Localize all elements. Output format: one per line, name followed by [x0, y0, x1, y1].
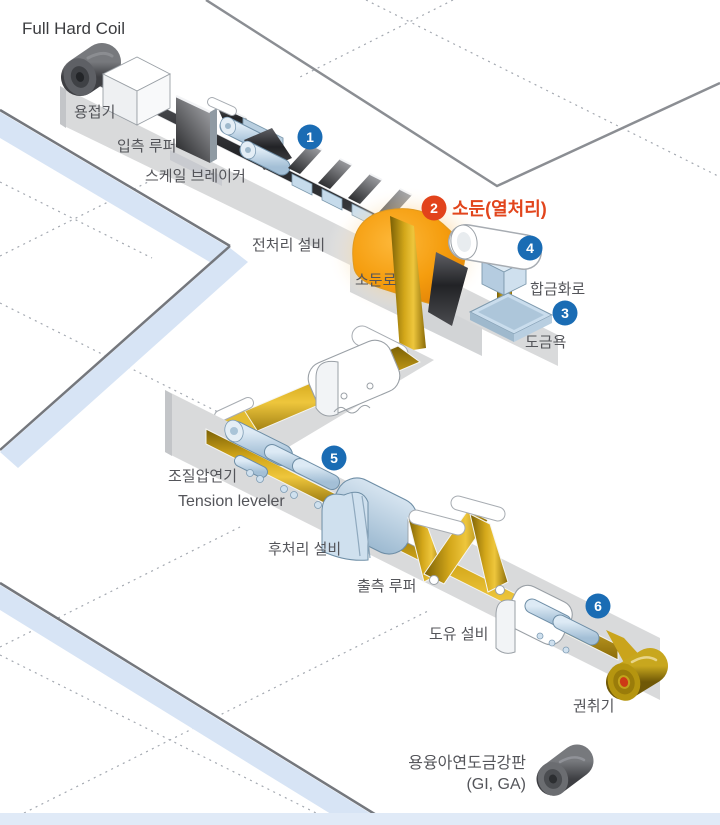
step-badge-6: 6 [585, 593, 611, 619]
label-product-grades: (GI, GA) [466, 776, 526, 793]
furnace-top-roll [448, 224, 542, 270]
exit-roller-unit [524, 598, 600, 654]
label-product-name: 용융아연도금강판 [408, 754, 526, 772]
label-annealing-furnace: 소둔로 [355, 272, 397, 289]
temper-mill-unit [224, 419, 340, 509]
step-badge-4: 4 [517, 235, 543, 261]
label-welder: 용접기 [74, 104, 115, 121]
strip-to-bath [428, 252, 468, 326]
label-full-hard-coil: Full Hard Coil [22, 19, 125, 38]
upper-platform-edge [60, 86, 66, 128]
blue-ribbon-bottom-left [0, 581, 395, 825]
label-annealing-process: 소둔(열처리) [452, 199, 547, 219]
step-badge-5: 5 [321, 445, 347, 471]
step-badge-1: 1 [297, 124, 323, 150]
step-badge-2-number: 2 [430, 200, 438, 216]
label-entry-looper: 입측 루퍼 [117, 138, 176, 155]
step-badge-6-number: 6 [594, 598, 602, 614]
scale-breaker-unit [219, 116, 292, 176]
coiler-icon [606, 630, 668, 701]
plating-bath-unit [468, 292, 554, 342]
cooling-hood [307, 339, 401, 417]
product-coil-icon [536, 744, 594, 796]
bottom-blue-strip [0, 813, 720, 825]
label-alloying-furnace: 합금화로 [530, 281, 585, 298]
entry-looper-unit [170, 94, 254, 186]
label-scale-breaker: 스케일 브레이커 [145, 168, 246, 185]
step-badge-5-number: 5 [330, 450, 338, 466]
label-posttreatment: 후처리 설비 [268, 541, 341, 558]
step-badge-3-number: 3 [561, 305, 569, 321]
full-hard-coil-icon [61, 43, 121, 96]
label-oiling: 도유 설비 [429, 626, 488, 643]
posttreatment-unit [321, 477, 418, 561]
exit-looper-unit [407, 495, 509, 595]
label-coiler: 권취기 [573, 698, 614, 715]
blue-ribbon-mid-left [0, 245, 248, 468]
label-plating-bath: 도금욕 [525, 334, 566, 351]
label-exit-looper: 출측 루퍼 [357, 578, 416, 595]
platform-edge-line [205, 0, 720, 188]
label-tension-leveler: Tension leveler [178, 493, 285, 510]
step-badge-2: 2 [421, 195, 447, 221]
welder-box [101, 56, 171, 126]
blue-ribbon-upper-left [0, 108, 231, 274]
step-badge-1-number: 1 [306, 129, 314, 145]
step-badge-4-number: 4 [526, 240, 534, 256]
lower-platform-edge [165, 390, 172, 456]
strip-descending [390, 216, 426, 352]
label-temper-mill: 조질압연기 [168, 468, 237, 485]
label-pretreatment: 전처리 설비 [252, 237, 325, 254]
step-badge-3: 3 [552, 300, 578, 326]
